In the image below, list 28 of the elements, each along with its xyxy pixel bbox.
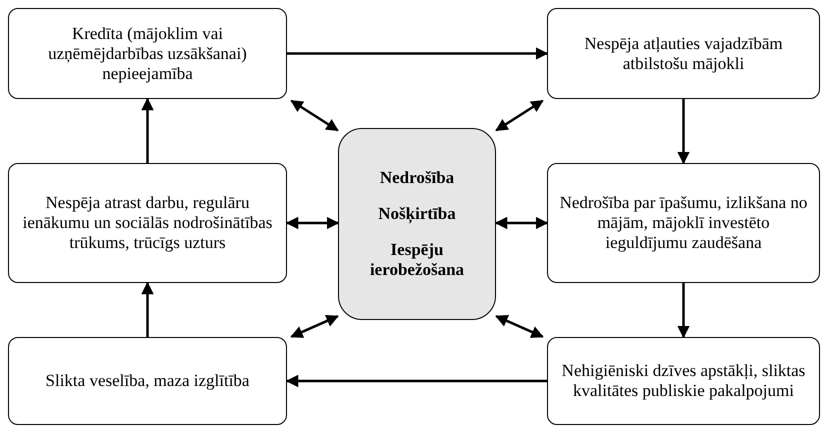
arrow <box>286 374 547 388</box>
arrow <box>290 100 339 132</box>
process-box <box>547 337 820 425</box>
central-label: Nošķirtība <box>378 204 456 224</box>
arrow <box>494 216 548 230</box>
box-text: Kredīta (mājoklim vai uzņēmējdarbības uzsākšanai) nepieejamība <box>47 24 248 84</box>
box-text: Nespēja atrast darbu, regulāru ienākumu un sociālās nodrošinātības trūkums, trūcīgs uzturs <box>22 193 274 253</box>
arrow <box>495 100 544 132</box>
box-text: Nespēja atļauties vajadzībām atbilstošu mājokli <box>583 34 784 74</box>
arrow <box>141 282 154 337</box>
process-box <box>8 163 287 283</box>
box-text: Nedrošība par īpašumu, izlikšana no mājām, mājoklī investēto ieguldījumu zaudēšana <box>558 193 808 253</box>
box-text: Slikta veselība, maza izglītība <box>46 371 250 391</box>
arrow <box>290 315 339 338</box>
arrow <box>495 315 544 338</box>
box-text: Nehigiēniski dzīves apstākļi, sliktas kvalitātes publiskie pakalpojumi <box>560 361 806 401</box>
arrow <box>286 216 340 230</box>
process-box <box>547 8 820 99</box>
process-box <box>8 337 287 425</box>
central-label: Nedrošība <box>380 168 454 188</box>
arrow <box>287 47 548 60</box>
process-box <box>8 8 287 99</box>
process-box <box>547 163 820 283</box>
central-box <box>338 128 496 320</box>
arrow <box>141 98 154 163</box>
arrow <box>677 99 690 164</box>
arrow <box>677 283 690 338</box>
central-label: Iespēju ierobežošana <box>368 240 466 280</box>
